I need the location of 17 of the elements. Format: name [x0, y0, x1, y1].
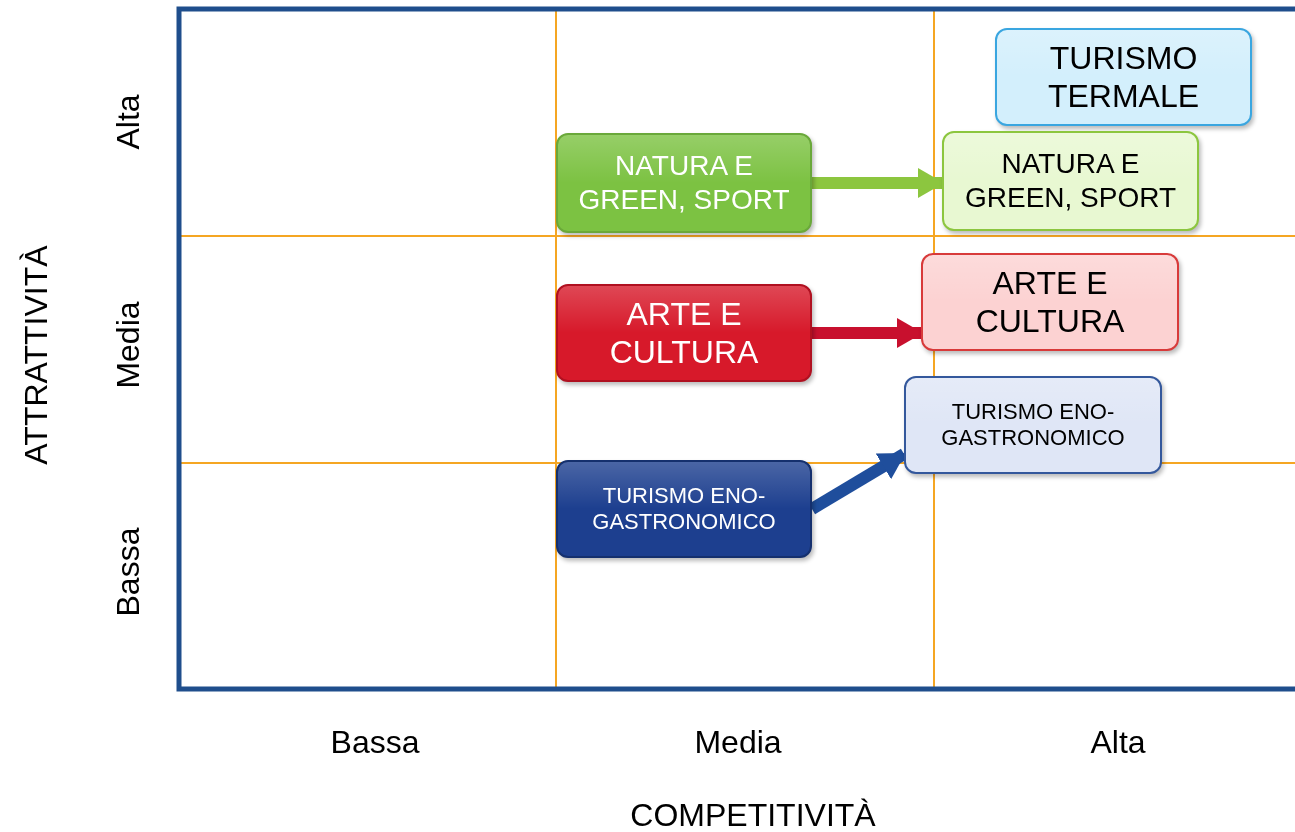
- category-box: TURISMO TERMALE: [995, 28, 1252, 126]
- category-box: NATURA E GREEN, SPORT: [556, 133, 812, 233]
- axis-title: ATTRATTIVITÀ: [17, 245, 55, 465]
- axis-tick-label: Bassa: [109, 527, 147, 617]
- axis-title: COMPETITIVITÀ: [630, 796, 876, 832]
- category-box: TURISMO ENO-GASTRONOMICO: [556, 460, 812, 558]
- axis-tick-label: Alta: [1090, 723, 1146, 761]
- axis-tick-label: Media: [694, 723, 782, 761]
- arrow: [812, 168, 944, 198]
- arrow: [812, 318, 923, 348]
- axis-tick-label: Alta: [109, 94, 147, 150]
- category-box: ARTE E CULTURA: [921, 253, 1179, 351]
- category-box: TURISMO ENO-GASTRONOMICO: [904, 376, 1162, 474]
- axis-tick-label: Media: [109, 301, 147, 389]
- category-box: ARTE E CULTURA: [556, 284, 812, 382]
- category-box: NATURA E GREEN, SPORT: [942, 131, 1199, 231]
- axis-tick-label: Bassa: [330, 723, 420, 761]
